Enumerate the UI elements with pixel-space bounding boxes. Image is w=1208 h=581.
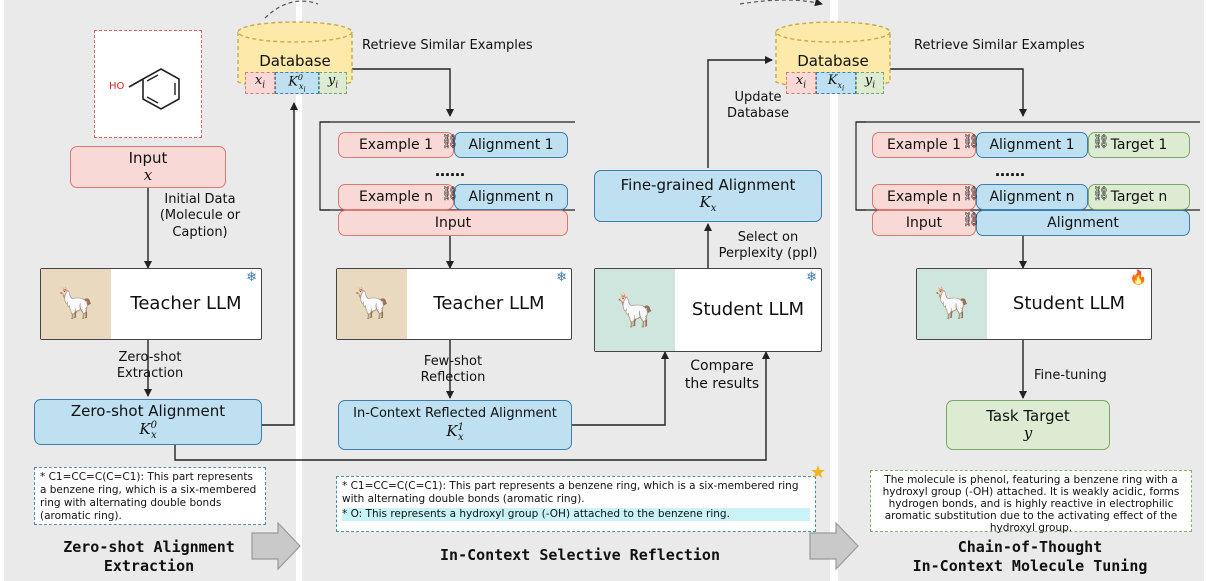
database-label-1: Database <box>259 52 331 70</box>
reflection-note: * C1=CC=C(C=C1): This part represents a … <box>336 476 816 532</box>
db-y-cell: yi <box>856 72 884 94</box>
link-icon: ⛓ <box>441 186 459 202</box>
db-y-cell: yi <box>319 72 347 94</box>
panel1-title: Zero-shot Alignment Extraction <box>63 538 235 575</box>
molecule-atom-label: HO <box>109 81 125 92</box>
zero-shot-extraction-label: Zero-shot Extraction <box>116 350 184 382</box>
reflection-note-line-1: * C1=CC=C(C=C1): This part represents a … <box>342 480 799 506</box>
teacher-label-2: Teacher LLM <box>433 292 545 314</box>
fine-tuning-label: Fine-tuning <box>1034 368 1107 383</box>
llama-student-icon: 🦙 <box>595 269 675 351</box>
link-icon: ⛓ <box>1092 134 1110 150</box>
compare-label: Compare the results <box>684 358 760 392</box>
reflected-alignment-box: In-Context Reflected Alignment K1x <box>338 400 572 450</box>
teacher-llm-box-2: 🦙 Teacher LLM ❄ <box>336 268 572 340</box>
teacher-label-1: Teacher LLM <box>130 292 242 314</box>
teacher-llm-box-1: 🦙 Teacher LLM ❄ <box>40 268 262 340</box>
dots-3: …… <box>995 162 1025 180</box>
llama-student-icon: 🦙 <box>917 269 987 339</box>
example-1-box: Example 1 <box>338 132 454 158</box>
input-box-2: Input <box>338 210 568 236</box>
arrow-update-database <box>707 56 773 168</box>
llama-teacher-icon: 🦙 <box>41 269 111 339</box>
zero-shot-alignment-box: Zero-shot Alignment K0x <box>34 399 262 445</box>
db-x-cell: xi <box>245 72 275 94</box>
db-x-cell: xi <box>786 72 816 94</box>
arrow-retrieve-2 <box>340 68 454 117</box>
input-box-3: Input <box>872 210 976 236</box>
link-icon: ⛓ <box>441 134 459 150</box>
student-label-2: Student LLM <box>691 298 805 320</box>
link-icon: ⛓ <box>962 212 980 228</box>
input-box: Input x <box>70 146 226 188</box>
tuning-note: The molecule is phenol, featuring a benz… <box>870 470 1192 534</box>
arrow-reflected-to-student <box>572 351 669 426</box>
snowflake-icon: ❄ <box>246 270 257 285</box>
alignment-box-3: Alignment <box>976 210 1190 236</box>
fire-icon: 🔥 <box>1129 270 1147 286</box>
task-target-title: Task Target <box>986 406 1070 425</box>
database-1: Database xi K0xi yi <box>236 20 354 98</box>
example-1-box-3: Example 1 <box>872 132 976 158</box>
task-target-var: y <box>1023 424 1033 442</box>
input-var: x <box>143 166 153 184</box>
snowflake-icon: ❄ <box>806 270 817 285</box>
select-ppl-label: Select on Perplexity (ppl) <box>718 230 818 262</box>
alignment-n-box-3: Alignment n <box>976 184 1088 210</box>
alignment-1-box: Alignment 1 <box>454 132 568 158</box>
fine-grained-title: Fine-grained Alignment <box>620 176 796 195</box>
retrieve-label-2: Retrieve Similar Examples <box>362 38 533 53</box>
star-icon: ★ <box>810 462 827 483</box>
reflected-alignment-var: K1x <box>446 421 464 443</box>
example-n-box: Example n <box>338 184 454 210</box>
zero-shot-note: * C1=CC=C(C=C1): This part represents a … <box>34 467 266 525</box>
example-n-box-3: Example n <box>872 184 976 210</box>
link-icon: ⛓ <box>1092 186 1110 202</box>
zero-shot-alignment-title: Zero-shot Alignment <box>70 401 226 420</box>
input-label: Input <box>128 148 168 167</box>
arrow-retrieve-3 <box>875 68 1027 117</box>
alignment-n-box: Alignment n <box>454 184 568 210</box>
fine-grained-var: Kx <box>699 193 717 215</box>
panel3-title: Chain-of-Thought In-Context Molecule Tun… <box>912 538 1148 575</box>
database-label-2: Database <box>797 52 869 70</box>
update-database-label: Update Database <box>726 90 790 122</box>
db-k-cell: Kxi <box>816 72 856 94</box>
initial-data-label: Initial Data (Molecule or Caption) <box>159 192 241 240</box>
arrow-alignment-to-database <box>262 102 298 426</box>
student-label-3: Student LLM <box>1012 292 1126 314</box>
llama-teacher-icon: 🦙 <box>337 269 407 339</box>
arrow-zero-shot-to-student <box>174 351 770 461</box>
zero-shot-alignment-var: K0x <box>139 419 157 441</box>
dots-2: …… <box>435 162 465 180</box>
panel2-title: In-Context Selective Reflection <box>440 546 720 564</box>
link-icon: ⛓ <box>962 186 980 202</box>
target-1-box: Target 1 <box>1088 132 1190 158</box>
reflected-alignment-title: In-Context Reflected Alignment <box>353 405 557 421</box>
fine-grained-alignment-box: Fine-grained Alignment Kx <box>594 170 822 222</box>
bracket-examples-3 <box>855 121 866 211</box>
block-arrow-2 <box>809 521 859 571</box>
block-arrow-1 <box>251 521 301 571</box>
target-n-box: Target n <box>1088 184 1190 210</box>
database-2: Database xi Kxi yi <box>774 20 892 98</box>
molecule-image: HO <box>94 30 202 138</box>
db-k-cell: K0xi <box>275 72 319 94</box>
bracket-examples-2 <box>319 121 330 211</box>
link-icon: ⛓ <box>962 134 980 150</box>
task-target-box: Task Target y <box>946 400 1110 450</box>
few-shot-label: Few-shot Reflection <box>420 354 486 386</box>
retrieve-label-3: Retrieve Similar Examples <box>914 38 1085 53</box>
alignment-1-box-3: Alignment 1 <box>976 132 1088 158</box>
snowflake-icon: ❄ <box>556 270 567 285</box>
student-llm-box-3: 🦙 Student LLM 🔥 <box>916 268 1152 340</box>
student-llm-box-2: 🦙 Student LLM ❄ <box>594 268 822 352</box>
reflection-note-line-2: * O: This represents a hydroxyl group (-… <box>342 508 810 522</box>
